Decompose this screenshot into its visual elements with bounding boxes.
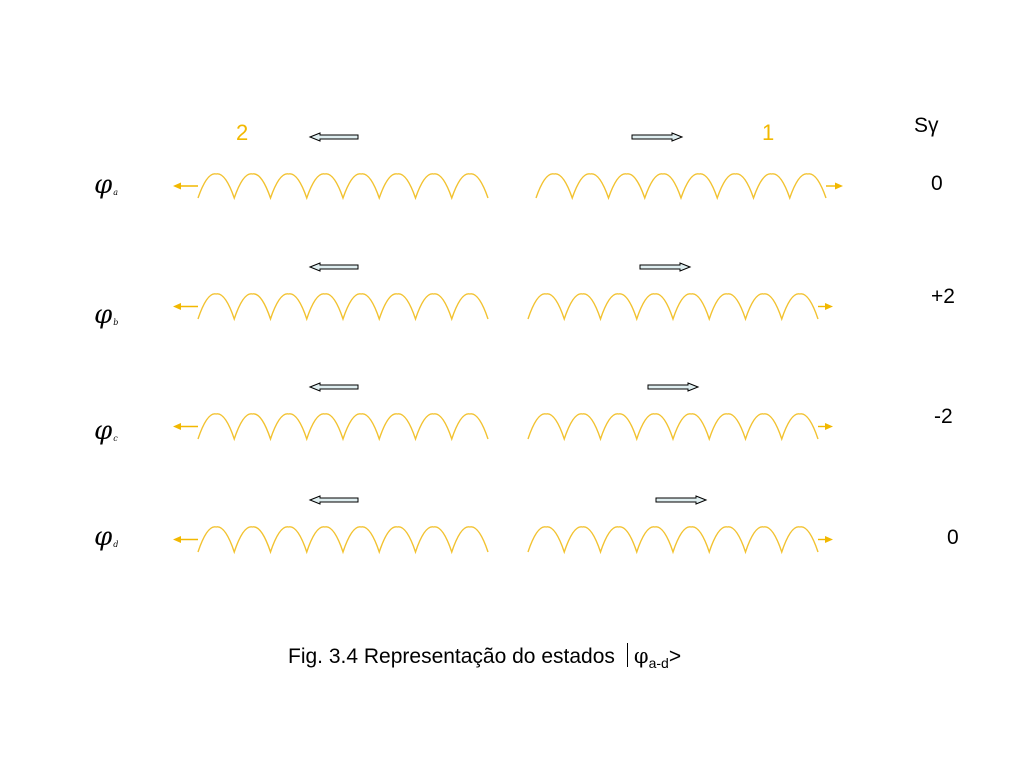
- state-label-a: φa: [94, 170, 118, 200]
- spin-arrow-left-b: [308, 262, 359, 272]
- spin-arrow-left-c: [308, 382, 359, 392]
- right-wave-b: [527, 293, 819, 322]
- state-label-d: φd: [94, 522, 119, 552]
- spin-arrow-left-a: [308, 132, 359, 142]
- left-wave-arrowhead-b: [173, 303, 181, 310]
- left-wave-arrowhead-c: [173, 423, 181, 430]
- right-wave-d: [527, 526, 819, 555]
- photon-2-label: 2: [236, 120, 249, 145]
- caption-text: Fig. 3.4 Representação do estados: [288, 645, 615, 668]
- right-wave-arrowhead-c: [825, 423, 833, 430]
- right-wave-c: [527, 413, 819, 442]
- spin-arrow-right-d: [655, 495, 708, 505]
- right-wave-arrowhead-d: [825, 536, 833, 543]
- figure-caption: Fig. 3.4 Representação do estados φa-d>: [288, 643, 681, 671]
- right-wave-arrowhead-b: [825, 303, 833, 310]
- ket-symbol: φ: [633, 644, 649, 668]
- ket-bar: [626, 643, 628, 667]
- left-wave-arrowhead-d: [173, 536, 181, 543]
- spin-arrow-right-b: [639, 262, 692, 272]
- state-label-c: φc: [94, 416, 118, 446]
- s-gamma-header: Sγ: [914, 114, 939, 137]
- spin-arrow-left-d: [308, 495, 359, 505]
- photon-1-label: 1: [762, 120, 775, 145]
- state-label-b: φb: [94, 300, 119, 330]
- s-gamma-value-d: 0: [947, 526, 959, 549]
- left-wave-a: [197, 173, 489, 201]
- s-gamma-value-a: 0: [931, 172, 943, 195]
- s-gamma-value-b: +2: [931, 285, 955, 308]
- left-wave-d: [197, 526, 489, 555]
- right-wave-a: [535, 173, 827, 201]
- spin-arrow-right-a: [631, 132, 684, 142]
- right-wave-arrowhead-a: [835, 182, 843, 190]
- left-wave-b: [197, 293, 489, 322]
- ket-subscript: a-d: [648, 655, 669, 671]
- left-wave-c: [197, 413, 489, 442]
- s-gamma-value-c: -2: [934, 405, 953, 428]
- spin-arrow-right-c: [647, 382, 700, 392]
- left-wave-arrowhead-a: [173, 182, 181, 190]
- ket-close: >: [668, 645, 682, 668]
